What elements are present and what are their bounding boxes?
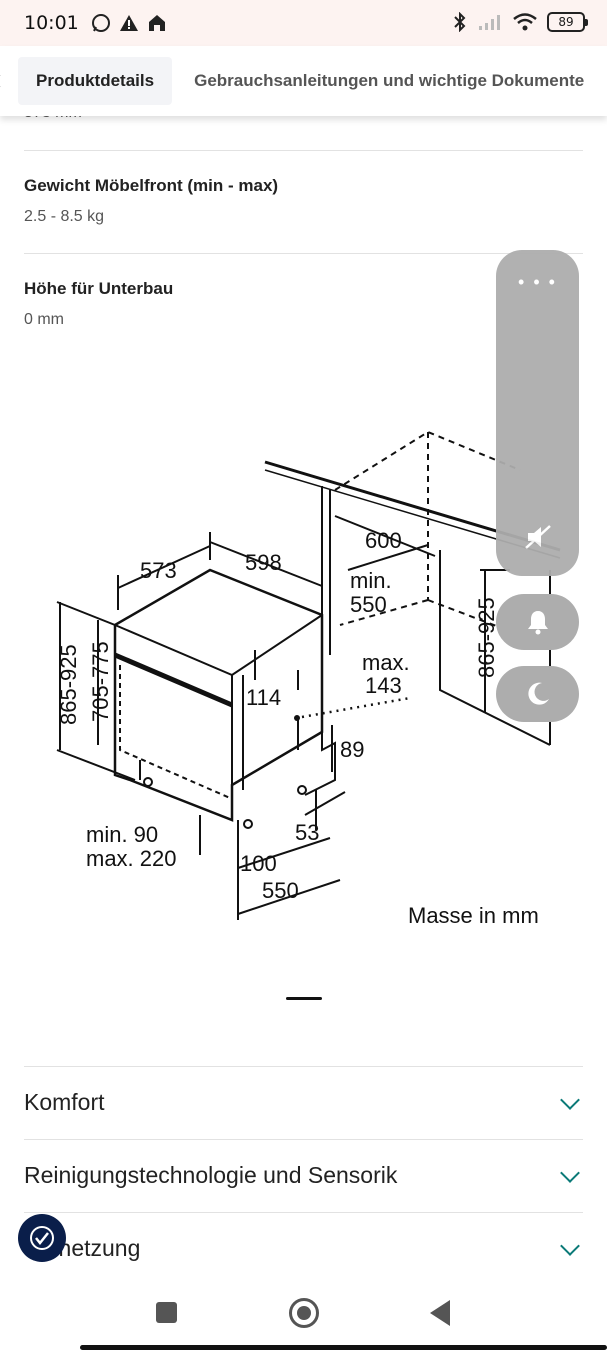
dim-base-depth: 550 [262,878,299,903]
accordion-label: Reinigungstechnologie und Sensorik [24,1162,398,1188]
spec-item-hoehe-unterbau: Höhe für Unterbau 0 mm [24,279,583,329]
dim-niche-height-range: 865-925 [474,597,499,678]
chevron-down-icon [560,1162,580,1183]
bluetooth-icon [454,12,466,32]
installation-dimension-diagram: 573 598 865-925 705-775 600 min. 550 865… [56,430,561,928]
dim-niche-depth-min: min. [350,568,392,593]
status-time: 10:01 [24,12,79,34]
tab-bar: Produktdetails Gebrauchsanleitungen und … [0,46,607,116]
spec-label: Höhe für Unterbau [24,279,174,298]
dim-foot-gap-min: min. 90 [86,822,158,847]
accordion-label: Komfort [24,1089,105,1115]
divider [24,253,583,254]
home-icon[interactable] [289,1298,319,1328]
dim-width: 598 [245,550,282,575]
dim-panel-max-value: 143 [365,673,402,698]
shield-check-icon[interactable] [18,1214,66,1262]
notification-bell-button[interactable] [496,594,579,650]
gesture-bar [80,1345,607,1350]
more-icon[interactable]: • • • [518,272,557,292]
status-bar: 10:01 89 [0,0,607,46]
dim-foot-offset: 53 [295,820,319,845]
dim-niche-width: 600 [365,528,402,553]
tab-scroll-left-icon[interactable] [0,73,7,89]
diagram-caption: Masse in mm [408,903,539,928]
recent-apps-icon[interactable] [156,1302,177,1323]
battery-indicator: 89 [547,12,588,32]
dim-foot-gap-max: max. 220 [86,846,177,871]
mute-icon[interactable] [523,522,553,552]
dim-depth: 573 [140,558,177,583]
system-navigation-bar [0,1282,607,1350]
dim-inner-height-range: 705-775 [88,641,113,722]
signal-icon [479,15,500,30]
spec-value: 0 mm [24,311,64,328]
warning-icon [119,15,138,31]
dim-plinth: 89 [340,737,364,762]
tab-produktdetails[interactable]: Produktdetails [18,57,173,105]
chevron-down-icon [560,1235,580,1256]
moon-icon [527,682,549,705]
dim-height-range: 865-925 [56,644,81,725]
dim-panel-max: max. [362,650,410,675]
dark-mode-button[interactable] [496,666,579,722]
accordion-komfort[interactable]: Komfort [24,1066,583,1138]
accordion-reinigungstechnologie[interactable]: Reinigungstechnologie und Sensorik [24,1139,583,1211]
floating-quick-panel[interactable]: • • • [496,250,579,576]
spec-item-gewicht: Gewicht Möbelfront (min - max) 2.5 - 8.5… [24,176,583,226]
dim-gap: 114 [246,685,281,710]
accordion-vernetzung[interactable]: Vernetzung [24,1212,583,1284]
divider [24,150,583,151]
spec-label: Gewicht Möbelfront (min - max) [24,176,279,195]
tab-gebrauchsanleitungen[interactable]: Gebrauchsanleitungen und wichtige Dokume… [194,71,585,90]
bell-icon [527,611,548,635]
wifi-icon [513,13,537,31]
whatsapp-icon [91,14,110,32]
dim-foot-depth: 100 [240,851,277,876]
spec-value: 2.5 - 8.5 kg [24,208,105,225]
chevron-down-icon [560,1089,580,1110]
home-app-icon [148,15,165,31]
back-icon[interactable] [430,1300,450,1326]
carousel-indicator[interactable] [286,997,322,1000]
dim-niche-depth-value: 550 [350,592,387,617]
